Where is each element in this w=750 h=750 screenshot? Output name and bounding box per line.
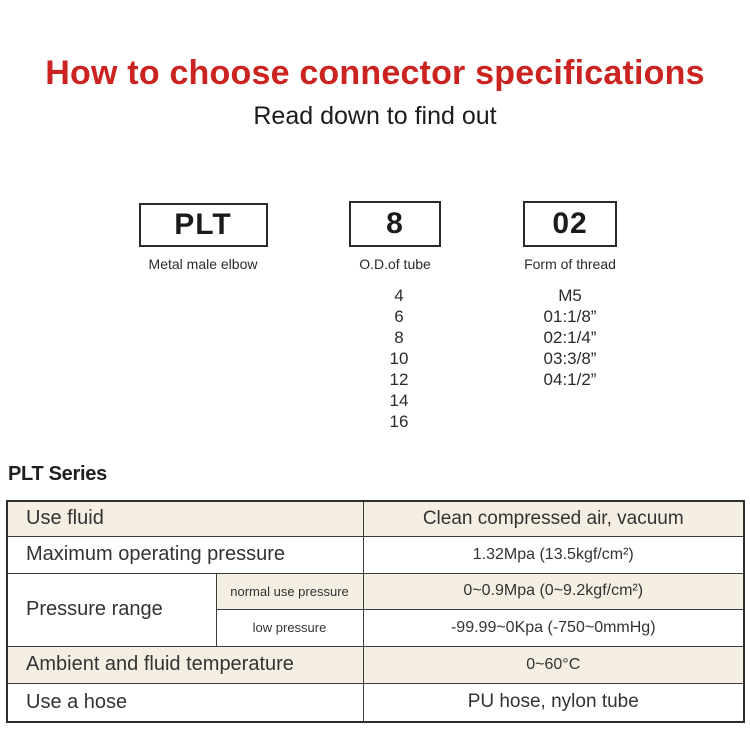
page-title: How to choose connector specifications [45, 54, 705, 92]
low-pressure-label: low pressure [215, 608, 364, 647]
use-fluid-value: Clean compressed air, vacuum [362, 500, 745, 537]
thread-form-option: 04:1/2” [543, 370, 597, 389]
tube-size-option: 6 [394, 307, 404, 326]
low-pressure-value: -99.99~0Kpa (-750~0mmHg) [362, 608, 745, 647]
tube-size-option: 10 [389, 349, 409, 368]
plt-series-spec-table: Use fluid Clean compressed air, vacuum M… [6, 500, 745, 723]
thread-form-option: 02:1/4” [543, 328, 597, 347]
segment-thread-form: 02 Form of thread [470, 201, 670, 272]
tube-od-caption: O.D.of tube [359, 256, 431, 272]
max-pressure-label: Maximum operating pressure [6, 535, 364, 574]
normal-pressure-value: 0~0.9Mpa (0~9.2kgf/cm²) [362, 572, 745, 610]
thread-form-caption: Form of thread [524, 256, 616, 272]
normal-pressure-label: normal use pressure [215, 572, 364, 610]
temperature-label: Ambient and fluid temperature [6, 645, 364, 684]
tube-size-option: 12 [389, 370, 409, 389]
series-heading: PLT Series [8, 463, 107, 485]
pressure-range-label: Pressure range [6, 572, 217, 647]
tube-size-option: 14 [389, 391, 409, 410]
model-code-caption: Metal male elbow [148, 256, 258, 272]
model-code-box: PLT [138, 203, 268, 247]
thread-form-option: 01:1/8” [543, 307, 597, 326]
max-pressure-value: 1.32Mpa (13.5kgf/cm²) [362, 535, 745, 574]
hose-label: Use a hose [6, 682, 364, 723]
thread-form-option: 03:3/8” [543, 349, 597, 368]
thread-form-code-box: 02 [523, 201, 617, 247]
tube-size-option: 8 [394, 328, 404, 347]
tube-od-code-box: 8 [349, 201, 441, 247]
thread-form-option: M5 [558, 286, 582, 305]
use-fluid-label: Use fluid [6, 500, 364, 537]
tube-size-option: 16 [389, 412, 409, 431]
tube-size-option: 4 [394, 286, 404, 305]
hose-value: PU hose, nylon tube [362, 682, 745, 723]
temperature-value: 0~60°C [362, 645, 745, 684]
page-subtitle: Read down to find out [253, 102, 497, 130]
tube-size-options: 4 6 8 10 12 14 16 [299, 285, 499, 432]
thread-form-options: M5 01:1/8” 02:1/4” 03:3/8” 04:1/2” [470, 285, 670, 390]
segment-model: PLT Metal male elbow [103, 203, 303, 272]
segment-tube-od: 8 O.D.of tube [295, 201, 495, 272]
